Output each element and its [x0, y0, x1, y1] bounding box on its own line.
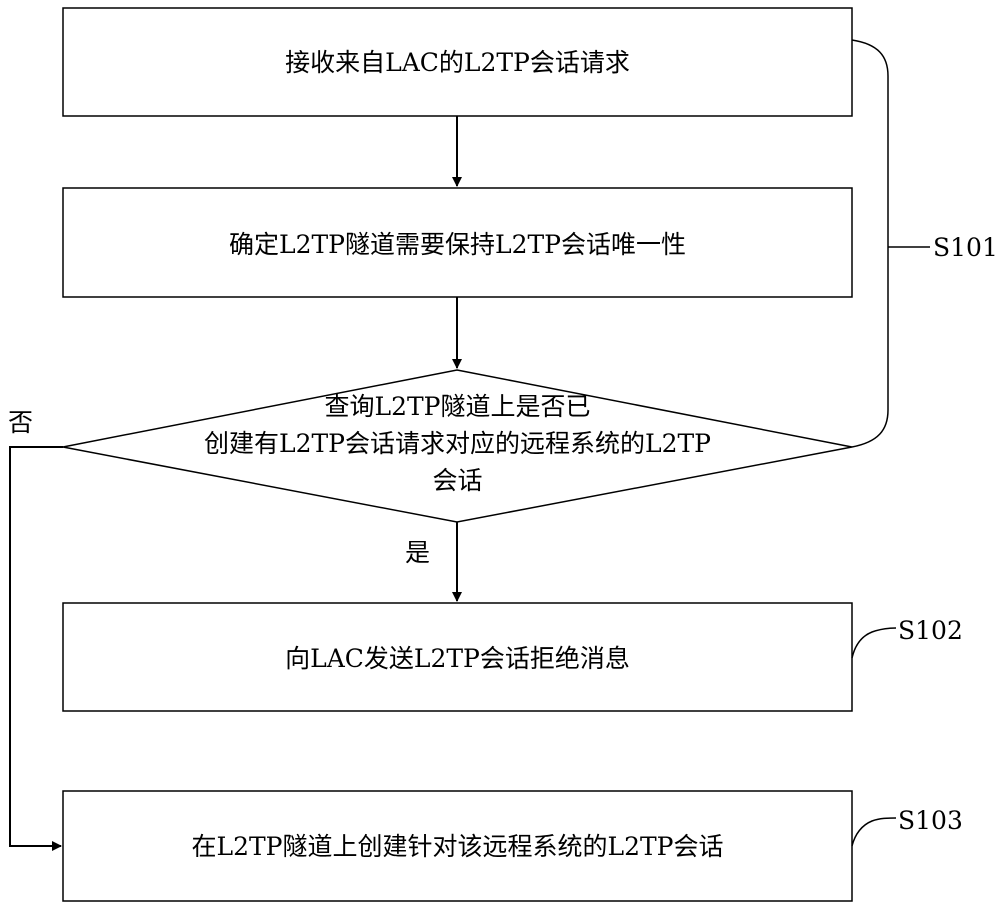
arrow-decision-no: [9, 446, 63, 851]
s102-leader: [851, 627, 897, 659]
decision-text-line1: 查询L2TP隧道上是否已: [324, 392, 591, 421]
step-id-s102: S102: [898, 616, 963, 645]
step-receive-text: 接收来自LAC的L2TP会话请求: [285, 48, 630, 77]
box-create: [62, 790, 853, 902]
decision-text-line3: 会话: [432, 466, 483, 495]
yes-label: 是: [405, 538, 431, 567]
step-id-s103: S103: [898, 806, 963, 835]
step-create-text: 在L2TP隧道上创建针对该远程系统的L2TP会话: [191, 832, 724, 861]
box-reject: [62, 602, 853, 712]
step-reject-text: 向LAC发送L2TP会话拒绝消息: [285, 644, 630, 673]
no-label: 否: [8, 408, 34, 437]
box-receive: [62, 7, 853, 117]
decision-text-line2: 创建有L2TP会话请求对应的远程系统的L2TP: [203, 429, 711, 458]
s101-brace: [851, 39, 889, 448]
box-determine: [62, 187, 853, 298]
step-determine-text: 确定L2TP隧道需要保持L2TP会话唯一性: [228, 230, 686, 259]
s103-leader: [851, 817, 897, 847]
step-id-s101: S101: [933, 233, 998, 262]
